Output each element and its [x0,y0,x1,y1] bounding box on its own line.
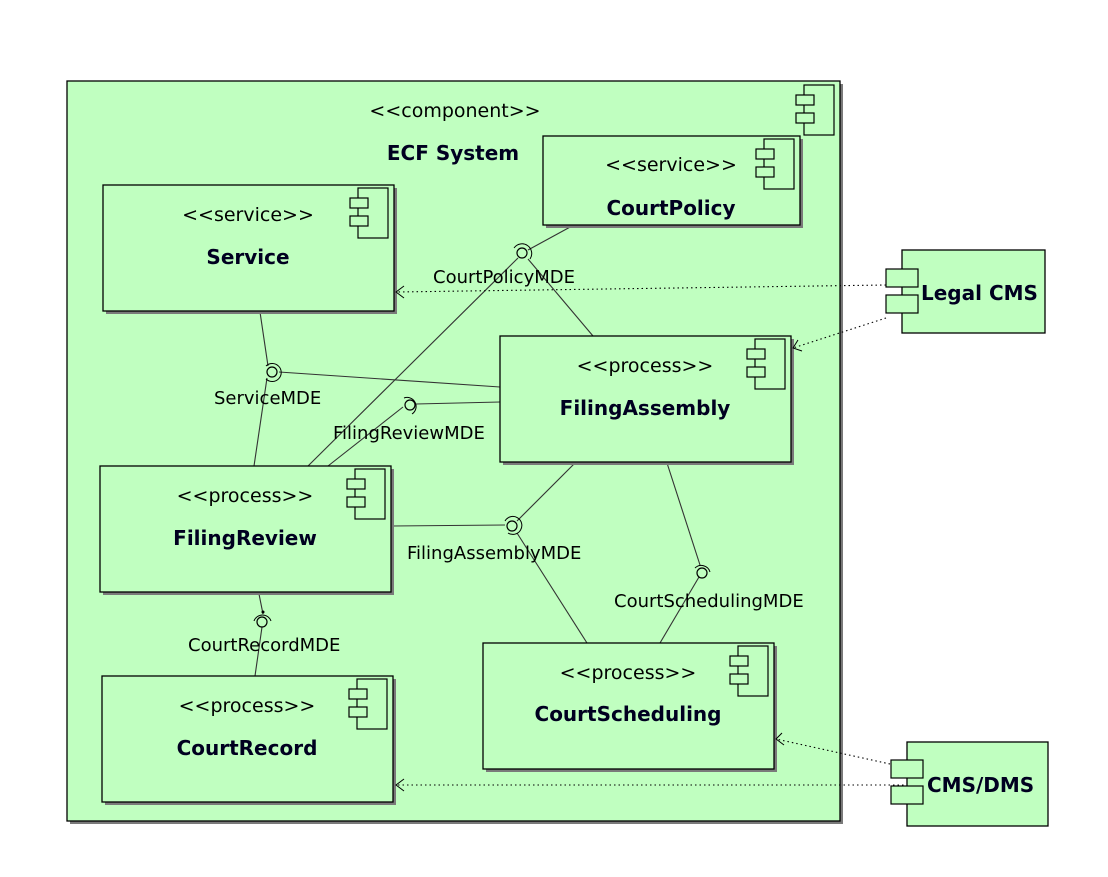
interface-labels: CourtPolicyMDE ServiceMDE FilingReviewMD… [188,267,804,656]
component-name: Service [206,245,289,269]
component-name: FilingAssembly [560,396,731,420]
connector-courtscheduling-filingassembly [666,462,701,566]
interface-icon-courtrecordmde[interactable] [253,610,272,628]
label-courtpolicymde: CourtPolicyMDE [433,267,575,288]
external-component-legal-cms[interactable]: Legal CMS [885,249,1046,334]
component-name: CourtScheduling [535,702,722,726]
component-stereotype: <<process>> [577,355,714,377]
connector-filingreview-provide [327,406,404,467]
dependencies [395,284,926,792]
connector-service-filingreview [253,377,268,467]
component-courtpolicy[interactable]: <<service>> CourtPolicy [542,135,803,228]
interface-icon-courtpolicymde[interactable] [513,243,533,260]
component-filingreview[interactable]: <<process>> FilingReview [99,465,394,595]
port-icon [890,759,924,779]
dependency-cmsdms-courtrecord[interactable] [395,778,926,792]
component-stereotype: <<process>> [179,695,316,717]
component-name: CourtRecord [177,736,318,760]
port-icon [885,294,919,314]
interface-icon-servicemde[interactable] [265,363,282,382]
connector-filingassembly-provide [516,462,576,522]
label-servicemde: ServiceMDE [214,388,321,409]
container-name: ECF System [387,141,519,165]
component-stereotype: <<process>> [560,662,697,684]
connector-courtrecord-provide [254,626,263,677]
connector-courtpolicy-filingassembly [527,258,594,337]
component-filingassembly[interactable]: <<process>> FilingAssembly [499,335,794,465]
interface-icon-courtschedulingmde[interactable] [694,564,711,579]
connector-courtpolicy-provide [527,225,573,251]
external-component-cms-dms[interactable]: CMS/DMS [890,741,1049,827]
container-stereotype: <<component>> [369,100,540,122]
component-service[interactable]: <<service>> Service [102,184,397,314]
dependency-legalcms-filingassembly[interactable] [792,317,887,352]
connector-filingassembly-courtscheduling [516,532,588,644]
external-component-name: Legal CMS [921,281,1038,305]
label-filingreviewmde: FilingReviewMDE [333,423,485,444]
label-courtrecordmde: CourtRecordMDE [188,635,340,656]
interface-icon-filingassemblymde[interactable] [504,515,523,535]
component-stereotype: <<process>> [177,485,314,507]
connector-filingreview-filingassembly [415,401,501,405]
connector-courtscheduling-provide [659,576,700,644]
port-icon [890,785,924,805]
component-name: FilingReview [173,526,317,550]
interface-icon-filingreviewmde[interactable] [403,396,417,415]
component-courtscheduling[interactable]: <<process>> CourtScheduling [482,642,777,772]
external-component-name: CMS/DMS [927,773,1034,797]
connector-service-filingassembly [278,371,501,388]
connector-service-provide [259,311,269,367]
connector-courtpolicy-filingreview [307,257,519,467]
port-icon [885,268,919,288]
component-stereotype: <<service>> [605,154,737,176]
interface-symbols [253,243,711,628]
dependency-cmsdms-courtscheduling[interactable] [775,732,891,765]
connector-filingassembly-filingreview [391,524,506,527]
component-name: CourtPolicy [606,196,735,220]
component-courtrecord[interactable]: <<process>> CourtRecord [101,675,396,805]
dependency-legalcms-service[interactable] [395,284,887,299]
label-courtschedulingmde: CourtSchedulingMDE [614,591,804,612]
connectors [253,225,701,677]
component-stereotype: <<service>> [182,204,314,226]
label-filingassemblymde: FilingAssemblyMDE [407,543,581,564]
